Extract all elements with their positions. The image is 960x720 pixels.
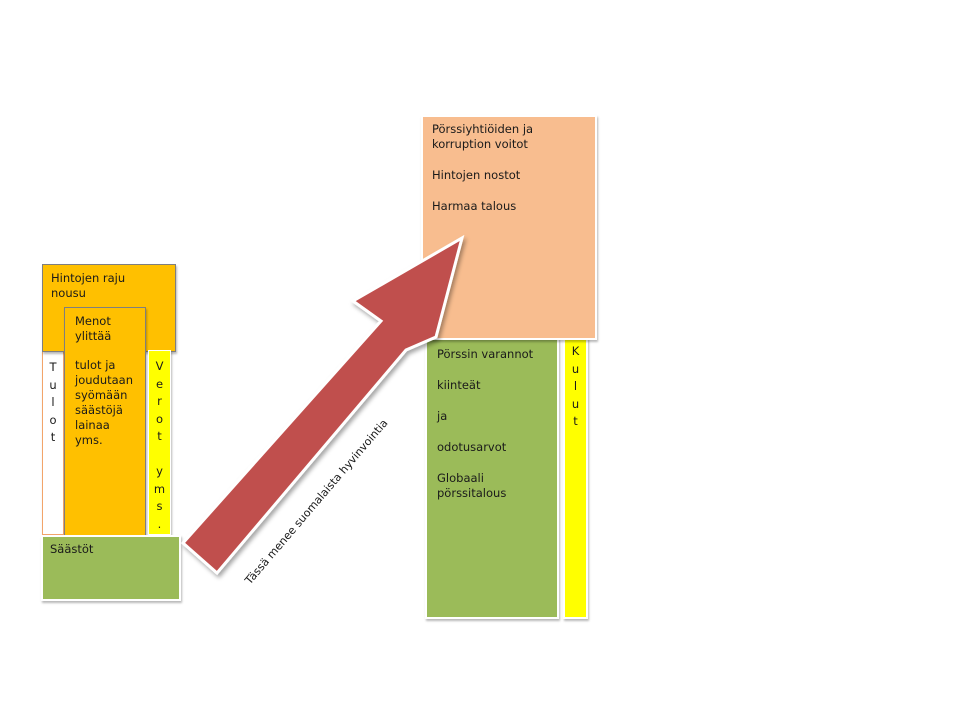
reserves-line3: ja (437, 409, 448, 423)
expenses-body-line5: lainaa (75, 418, 110, 432)
expenses-body-line6: yms. (75, 433, 103, 447)
taxes-letter: r (157, 394, 162, 408)
expenses-body-line4: säästöjä (75, 403, 123, 417)
expenses-body-line1: tulot ja (75, 358, 116, 372)
reserves-line5a: Globaali (437, 471, 484, 485)
expenses-title-line1: Menot (75, 314, 111, 328)
costs-letter: l (573, 379, 578, 393)
taxes-letter: o (155, 411, 164, 426)
taxes-letter: e (155, 376, 164, 391)
profits-box: Pörssiyhtiöiden ja korruption voitot Hin… (421, 115, 597, 340)
taxes-letter: t (157, 429, 162, 443)
taxes-letter: V (155, 359, 164, 373)
stock-reserves-box: Pörssin varannot kiinteät ja odotusarvot… (425, 337, 559, 619)
costs-letter: u (571, 396, 580, 411)
costs-letter: u (571, 361, 580, 376)
reserves-line2: kiinteät (437, 378, 481, 392)
costs-letter: t (573, 414, 578, 428)
income-letter: l (51, 395, 55, 409)
profits-line3: Harmaa talous (432, 199, 517, 213)
expenses-body-line2: joudutaan (75, 373, 133, 387)
income-letter: t (50, 430, 56, 444)
expenses-body-line3: syömään (75, 388, 128, 402)
taxes-letter: m (153, 481, 166, 496)
profits-line2: Hintojen nostot (432, 168, 521, 182)
price-rise-line1: Hintojen raju (51, 271, 126, 285)
taxes-letter: . (157, 516, 162, 531)
income-letter: T (49, 360, 57, 374)
savings-label: Säästöt (50, 542, 94, 556)
taxes-letter: y (156, 464, 163, 478)
profits-line1b: korruption voitot (432, 137, 528, 151)
expenses-title-line2: ylittää (75, 329, 112, 343)
reserves-line5b: pörssitalous (437, 486, 507, 500)
red-arrow-icon (180, 234, 465, 576)
reserves-line1: Pörssin varannot (437, 347, 534, 361)
expenses-box: Menot ylittää tulot ja joudutaan syömään… (64, 307, 146, 537)
price-rise-line2: nousu (51, 286, 86, 300)
costs-letter: K (571, 344, 580, 358)
profits-line1a: Pörssiyhtiöiden ja (432, 122, 534, 136)
income-letter: o (49, 412, 57, 427)
savings-box: Säästöt (41, 535, 181, 601)
income-letter: u (49, 377, 57, 392)
reserves-line4: odotusarvot (437, 440, 507, 454)
taxes-letter: s (156, 499, 163, 513)
